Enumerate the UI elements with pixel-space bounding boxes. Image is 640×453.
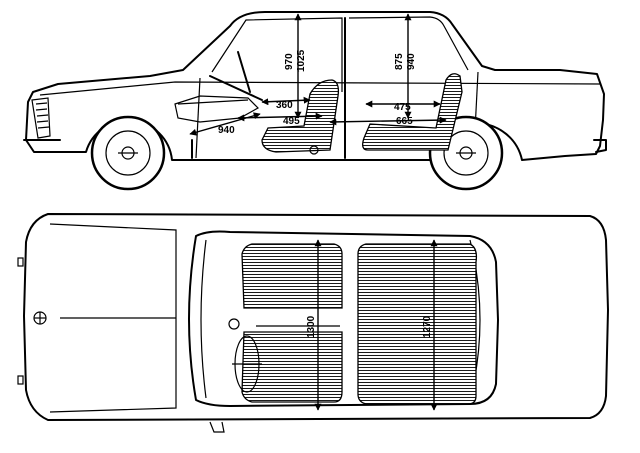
- rear-seat: [362, 73, 463, 151]
- front-window-frame: [211, 17, 343, 92]
- top-view: 1300 1270: [17, 213, 609, 433]
- gear-lever: [228, 318, 240, 330]
- hood-line: [49, 223, 177, 413]
- front-door-edge: [195, 77, 201, 159]
- rear-seat-bench: [357, 243, 478, 405]
- dim-rear-seat-depth: 475: [394, 102, 411, 113]
- front-side-lamp: [17, 257, 24, 267]
- seat-mount: [309, 145, 319, 155]
- front-wheel: [90, 115, 166, 191]
- steering-column: [209, 75, 263, 101]
- dim-height-rear-alt: 940: [406, 53, 417, 70]
- top-body-outline: [23, 213, 609, 421]
- front-seat-left: [241, 243, 343, 309]
- dim-front-width: 1300: [306, 315, 317, 338]
- dim-height-front: 970: [284, 53, 295, 70]
- dim-pedal-to-seat: 940: [218, 125, 235, 136]
- dim-height-rear: 875: [394, 53, 405, 70]
- dim-front-seat-depth: 360: [276, 100, 293, 111]
- rear-window-frame: [348, 16, 469, 71]
- side-view: 970 1025 875 940 360 495 940 475 665: [23, 11, 607, 191]
- top-dimension-lines: [314, 239, 438, 411]
- dim-front-cushion: 495: [283, 116, 300, 127]
- steering-wheel-top: [232, 335, 262, 393]
- hood-badge: [33, 311, 47, 325]
- dashboard: [177, 99, 249, 105]
- windshield: [200, 239, 207, 399]
- front-seat-right: [241, 331, 343, 403]
- rear-bumper: [593, 139, 607, 153]
- side-dimension-lines: [189, 13, 447, 136]
- dim-rear-width: 1270: [422, 315, 433, 338]
- cabin-outline: [188, 230, 499, 407]
- front-grille: [31, 97, 51, 139]
- steering-wheel: [237, 51, 251, 93]
- mirror: [209, 421, 225, 433]
- dim-rear-legroom: 665: [396, 116, 413, 127]
- dim-height-front-alt: 1025: [296, 49, 307, 72]
- rear-side-lamp: [17, 375, 24, 385]
- front-seat: [261, 79, 340, 153]
